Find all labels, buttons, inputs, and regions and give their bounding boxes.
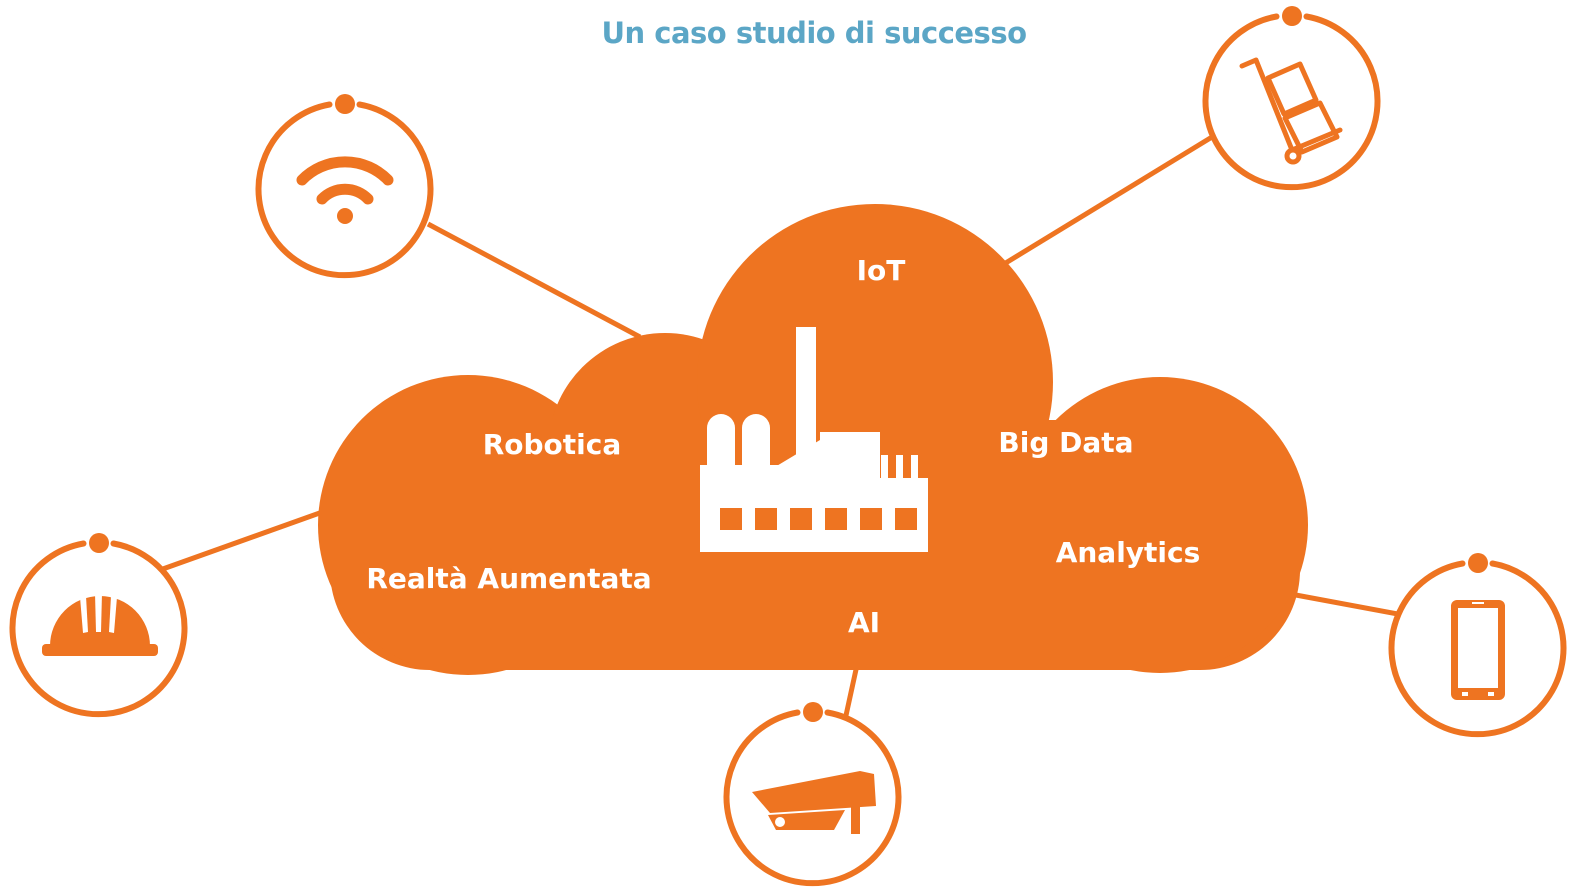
label-ai: AI [848, 606, 880, 639]
label-iot: IoT [857, 254, 906, 287]
connector-hard-hat [159, 507, 329, 573]
smartphone-icon [1451, 600, 1505, 700]
connector-wifi [426, 221, 642, 340]
connector-smartphone [1284, 590, 1399, 617]
connector-hand-truck [1002, 134, 1214, 267]
label-robotica: Robotica [483, 428, 622, 461]
label-big-data: Big Data [998, 426, 1133, 459]
wifi-icon [296, 156, 394, 224]
label-analytics: Analytics [1056, 536, 1201, 569]
hard-hat-icon [42, 593, 158, 656]
satellite-hard-hat [9, 533, 188, 718]
label-realta-aumentata: Realtà Aumentata [366, 562, 651, 595]
satellite-hand-truck [1202, 6, 1381, 191]
hand-truck-icon [1239, 57, 1343, 165]
subtitle: Un caso studio di successo [601, 16, 1027, 50]
satellite-security-camera [723, 702, 902, 887]
connector-camera [842, 664, 860, 721]
satellite-wifi [255, 94, 434, 279]
factory-icon [700, 327, 928, 552]
satellite-smartphone [1388, 553, 1567, 738]
security-camera-icon [752, 771, 876, 834]
connector-lines [159, 134, 1399, 721]
